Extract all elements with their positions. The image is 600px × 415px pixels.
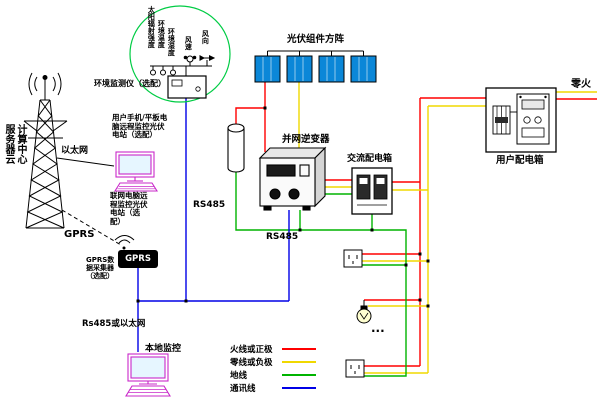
rs485-or-ethernet-label: Rs485或以太网 bbox=[82, 319, 146, 329]
legend-label: 火线或正极 bbox=[230, 344, 273, 355]
environment-sensor-circle bbox=[129, 5, 231, 103]
wind-direction-label: 风向 bbox=[201, 30, 210, 44]
neutral-live-label: 零火 bbox=[571, 79, 591, 90]
dc-arrester-icon bbox=[227, 123, 245, 173]
legend-line-neutral bbox=[282, 360, 316, 363]
env-monitor-label: 环境监测仪（选配） bbox=[94, 79, 166, 88]
legend-label: 通讯线 bbox=[230, 383, 256, 394]
legend-item-neutral: 零线或负极 bbox=[230, 355, 316, 368]
legend-label: 地线 bbox=[230, 370, 248, 381]
wind-speed-label: 风速 bbox=[184, 36, 193, 50]
remote-computer-icon bbox=[114, 151, 158, 192]
wind-speed-sensor-icon bbox=[183, 55, 197, 66]
ambient-temperature-label: 环境温度 bbox=[157, 20, 166, 48]
junction-markers bbox=[136, 106, 430, 308]
energy-meter-icon bbox=[516, 93, 550, 145]
ethernet-label: 以太网 bbox=[61, 146, 89, 156]
ethernet-link bbox=[56, 157, 115, 167]
legend-line-ground bbox=[282, 373, 316, 376]
socket-icon bbox=[345, 359, 365, 378]
legend-line-comm bbox=[282, 386, 316, 389]
gprs-wireless-link bbox=[61, 209, 122, 246]
network-links bbox=[56, 157, 122, 246]
pv-panel bbox=[350, 55, 377, 83]
gprs-wireless-label: GPRS bbox=[64, 229, 95, 240]
humidity-sensor-icon bbox=[170, 66, 176, 76]
gprs-collector-label: GPRS数据采集器（选配） bbox=[86, 256, 115, 281]
user-distribution-box-icon bbox=[485, 87, 557, 153]
ac-box-label: 交流配电箱 bbox=[347, 154, 393, 164]
mobile-remote-label: 用户手机/平板电脑远程监控光伏电站（选配） bbox=[112, 113, 168, 140]
inverter-icon bbox=[258, 146, 327, 211]
server-tower-icon bbox=[23, 72, 68, 229]
ambient-humidity-label: 环境湿度 bbox=[167, 28, 176, 56]
legend: 火线或正极 零线或负极 地线 通讯线 bbox=[230, 342, 316, 394]
ground-wires bbox=[235, 172, 407, 377]
lamp-icon bbox=[356, 300, 372, 324]
legend-item-ground: 地线 bbox=[230, 368, 316, 381]
user-box-label: 用户配电箱 bbox=[496, 155, 544, 166]
legend-item-comm: 通讯线 bbox=[230, 381, 316, 394]
local-computer-icon bbox=[125, 353, 171, 397]
rs485-inverter-label: RS485 bbox=[266, 232, 299, 242]
server-center-label: 服务器云计算中心 bbox=[3, 124, 26, 164]
rs485-env-label: RS485 bbox=[193, 200, 226, 210]
pv-panel bbox=[318, 55, 345, 83]
radiation-sensor-icon bbox=[150, 66, 156, 76]
pv-array-label: 光伏组件方阵 bbox=[287, 34, 345, 45]
legend-item-live: 火线或正极 bbox=[230, 342, 316, 355]
legend-label: 零线或负极 bbox=[230, 357, 273, 368]
gprs-device-label: GPRS bbox=[125, 254, 151, 264]
pv-panel bbox=[286, 55, 313, 83]
local-monitor-label: 本地监控 bbox=[145, 344, 182, 354]
socket-icon bbox=[343, 249, 363, 268]
wind-vane-icon bbox=[199, 54, 216, 66]
pv-panel bbox=[254, 55, 281, 83]
pc-remote-label: 联网电脑远程监控光伏电站（选配） bbox=[110, 191, 148, 226]
legend-line-live bbox=[282, 347, 316, 350]
gprs-collector-icon bbox=[114, 235, 158, 268]
communication-wires bbox=[137, 98, 290, 352]
pv-array-icon bbox=[254, 50, 377, 83]
more-loads-ellipsis: ... bbox=[371, 321, 385, 335]
ac-distribution-box-icon bbox=[351, 167, 393, 215]
breaker-icon bbox=[492, 105, 511, 135]
temperature-sensor-icon bbox=[160, 66, 166, 76]
solar-radiation-label: 太阳辐射强度 bbox=[147, 6, 156, 48]
env-monitor-box-icon bbox=[167, 75, 207, 99]
inverter-label: 并网逆变器 bbox=[282, 134, 330, 145]
